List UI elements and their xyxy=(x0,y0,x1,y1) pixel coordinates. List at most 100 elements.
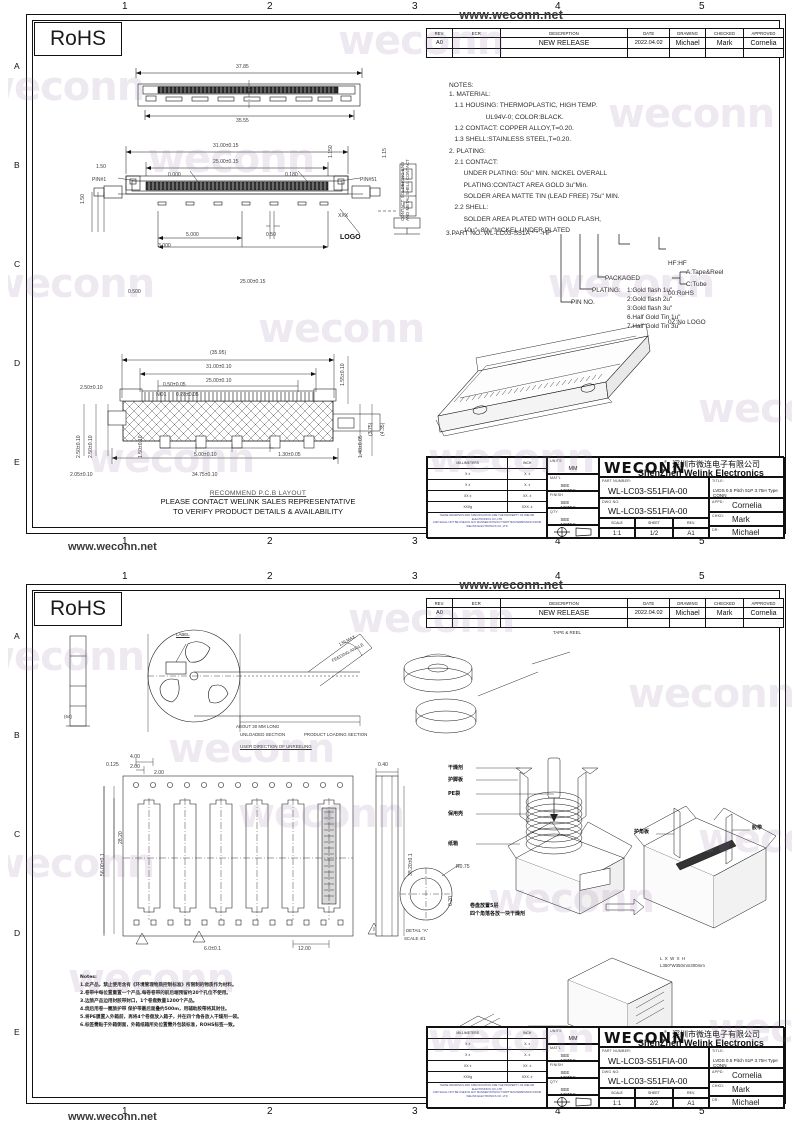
dim-pcb-375: (3.75) xyxy=(368,422,374,436)
dim-pcb-130: 1.30±0.05 xyxy=(278,452,301,458)
zone-label-a: A xyxy=(14,61,20,71)
zone-label-d: D xyxy=(14,358,21,368)
zone-bottom-5: 5 xyxy=(699,536,705,547)
dim-front-5000: 5.000 xyxy=(186,232,199,238)
label-logo: LOGO xyxy=(340,234,361,241)
tolerance-row2-1: X ± X. ± xyxy=(426,1038,547,1050)
rev2-blank-7 xyxy=(743,618,784,628)
scale-value-cell: 1:1 xyxy=(599,528,635,539)
rev-header-rev: REV. xyxy=(426,28,453,38)
dwg-no-label: DWG NO: xyxy=(602,500,620,504)
dim-front-0180: 0.180 xyxy=(285,172,298,178)
label-corner-board: 护角板 xyxy=(634,829,650,835)
rev2-blank-5 xyxy=(669,618,707,628)
dim-front-31: 31.00±0.15 xyxy=(213,143,239,149)
rev-cell-checked: Mark xyxy=(705,37,744,49)
plating-option-2: 2:Gold flash 2u" xyxy=(627,296,673,303)
legal-cell: THESE DRAWINGS AND SPECIFICATION ARE THE… xyxy=(427,512,547,539)
tolerance-header-row: MILLIMETERS INCH xyxy=(426,457,547,469)
title-block: MILLIMETERS INCH X ± X. ± X ± X. ± XX ± … xyxy=(426,456,785,539)
tape-dim-3820: 38.20±0.1 xyxy=(408,853,414,876)
notes-cn-line-3: 3.边旅产品边用封胶带封口，1个卷盘数量1200个产品。 xyxy=(80,999,198,1004)
appd-cell: APPD: Cornelia xyxy=(709,498,785,512)
zone-bottom-2: 2 xyxy=(267,536,273,547)
qty-value: SEE NOTES xyxy=(560,517,576,525)
revision-empty-row xyxy=(426,48,784,58)
user-direction-label: USER DIRECTION OF UNREELING xyxy=(240,744,312,749)
zone2-bottom-5: 5 xyxy=(699,1106,705,1117)
rohs-badge: RoHS xyxy=(34,22,122,56)
tol2-mm-1: X ± xyxy=(426,1038,509,1050)
notes-heading: NOTES: xyxy=(449,82,474,89)
detail-a-label: DETAIL "A" xyxy=(406,928,429,933)
footer-url: www.weconn.net xyxy=(68,541,157,553)
rev-header-date: DATE xyxy=(627,28,671,38)
rev-blank-4 xyxy=(627,48,671,58)
plating-option-1: 1:Gold flash 1u" xyxy=(627,287,673,294)
dim-pcb-150: 1.50±0.10 xyxy=(138,435,144,458)
dim-pcb-435: (4.35) xyxy=(380,422,386,436)
tolerance-row-1: X ± X. ± xyxy=(426,468,547,480)
legal-text: THESE DRAWINGS AND SPECIFICATION ARE THE… xyxy=(432,514,542,528)
tolerance-row-2: X ± X. ± xyxy=(426,479,547,491)
dim-pcb-250c: 2.50±0.10 xyxy=(88,435,94,458)
zone-bottom-3: 3 xyxy=(412,536,418,547)
appd-label-2: APPD: xyxy=(712,1070,724,1074)
tape-dim-2820: 28.20 xyxy=(118,831,124,844)
dim-front-25-lower: 25.00±0.15 xyxy=(240,279,266,285)
rev2-header-checked: CHECKED xyxy=(705,598,744,608)
appd-value-2: Cornelia xyxy=(732,1071,762,1080)
suffix-rohs: 00:RoHS xyxy=(668,289,694,297)
notes-cn-line-5: 5.将PE膜置入外箱前，再将4个卷盘放入箱子，并在四个角各放入干燥剂一袋。 xyxy=(80,1015,242,1020)
zone2-bottom-3: 3 xyxy=(412,1106,418,1117)
drn-label-2: DR: xyxy=(712,1098,719,1102)
revision-row-2: A0 NEW RELEASE 2022.04.02 Michael Mark C… xyxy=(426,607,784,619)
zone2-label-c: C xyxy=(14,829,21,839)
rev2-header-drawing: DRAWING xyxy=(669,598,707,608)
finish-label-2: FINISH xyxy=(550,1063,563,1067)
zone2-label-a: A xyxy=(14,631,20,641)
unloaded-note: ABOUT 30 MM LONG xyxy=(236,724,280,729)
rev2-cell-approved: Cornelia xyxy=(743,607,784,619)
tape-dim-0125: 0.125 xyxy=(106,762,119,768)
title-block-2: MILLIMETERS INCH X ± X. ± X ± X. ± XX ± … xyxy=(426,1026,785,1109)
rev2-blank-6 xyxy=(705,618,744,628)
tol-in-2: X. ± xyxy=(507,479,547,491)
dim-pcb-250b: 2.50±0.10 xyxy=(76,435,82,458)
registered-mark: ® xyxy=(664,459,667,464)
zone-top-3: 3 xyxy=(412,1,418,12)
dim-pcb-31: 31.00±0.10 xyxy=(206,364,232,370)
zone2-top-1: 1 xyxy=(122,571,128,582)
dwg-no-value-2: WL-LC03-S51FIA-00 xyxy=(608,1076,688,1086)
dim-front-115: 1.15 xyxy=(382,148,388,158)
rev-label-2: REV. xyxy=(686,1091,696,1095)
plating-option-7: 7.Half Gold Tin 3u" xyxy=(627,323,681,330)
rev-cell-drawing: Michael xyxy=(669,37,707,49)
tape-dim-r075: R0.75 xyxy=(456,864,470,870)
notes-cn-line-6: 6.标签需贴于外箱侧面，外箱纸箱所处位置需外包装标准，ROHS标签一致。 xyxy=(80,1023,238,1028)
rev2-cell-drawing: Michael xyxy=(669,607,707,619)
zone2-top-2: 2 xyxy=(267,571,273,582)
dim-pcb-028: 0.28±0.05 xyxy=(176,392,199,398)
sheet-label: SHEET xyxy=(648,521,660,525)
part-number-value: WL-LC03-S51FIA-00 xyxy=(608,486,688,496)
label-desiccant: 干燥剂 xyxy=(448,765,464,771)
packaged-label: PACKAGED xyxy=(605,275,641,282)
label-tape-strip: 胶带 xyxy=(752,825,763,831)
drawing-frame-2: A B C D E 1 2 3 4 5 1 2 3 4 5 xyxy=(14,571,786,1117)
dwg-no-value: WL-LC03-S51FIA-00 xyxy=(608,506,688,516)
legal-text-2: THESE DRAWINGS AND SPECIFICATION ARE THE… xyxy=(432,1084,542,1098)
finish-cell: FINISH SEE NOTES xyxy=(547,491,599,508)
zone2-label-d: D xyxy=(14,928,21,938)
packaging-drawings xyxy=(66,629,777,1065)
tape-dim-040: 0.40 xyxy=(378,762,388,768)
zone-label-b: B xyxy=(14,160,20,170)
product-loading-label: PRODUCT LOADING SECTION xyxy=(304,732,368,737)
tol2-in-1: X. ± xyxy=(507,1038,547,1050)
zone-bottom-1: 1 xyxy=(122,536,128,547)
brand-logo: WECONN xyxy=(604,459,686,477)
tape-dim-020: 0.20 xyxy=(448,896,454,906)
part-number-label-2: PART NUMBER: xyxy=(602,1049,632,1053)
pcb-layout-line1: PLEASE CONTACT WELINK SALES REPRESENTATI… xyxy=(160,497,356,506)
zone-label-c: C xyxy=(14,259,21,269)
